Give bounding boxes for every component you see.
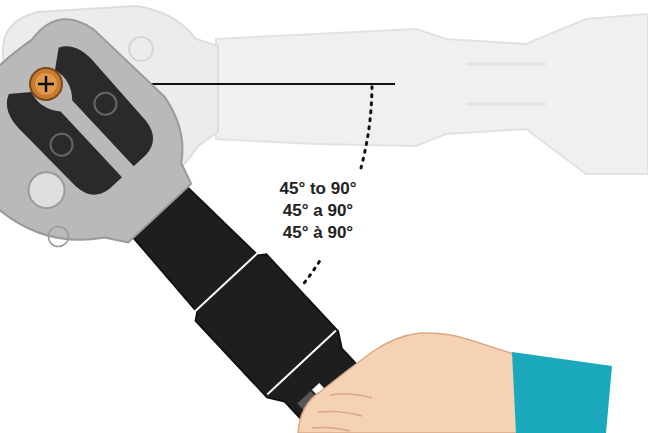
angle-label: 45° a 90° bbox=[280, 200, 356, 221]
sleeve bbox=[512, 352, 612, 433]
hand bbox=[298, 333, 522, 433]
angle-label: 45° to 90° bbox=[277, 178, 360, 199]
pipe-end bbox=[30, 68, 62, 100]
angle-label: 45° à 90° bbox=[280, 222, 356, 243]
pipe-bore bbox=[35, 73, 57, 95]
angle-arc bbox=[303, 262, 320, 285]
center-mark bbox=[38, 76, 54, 92]
angle-arc bbox=[361, 87, 372, 169]
finger-lines bbox=[312, 394, 372, 431]
